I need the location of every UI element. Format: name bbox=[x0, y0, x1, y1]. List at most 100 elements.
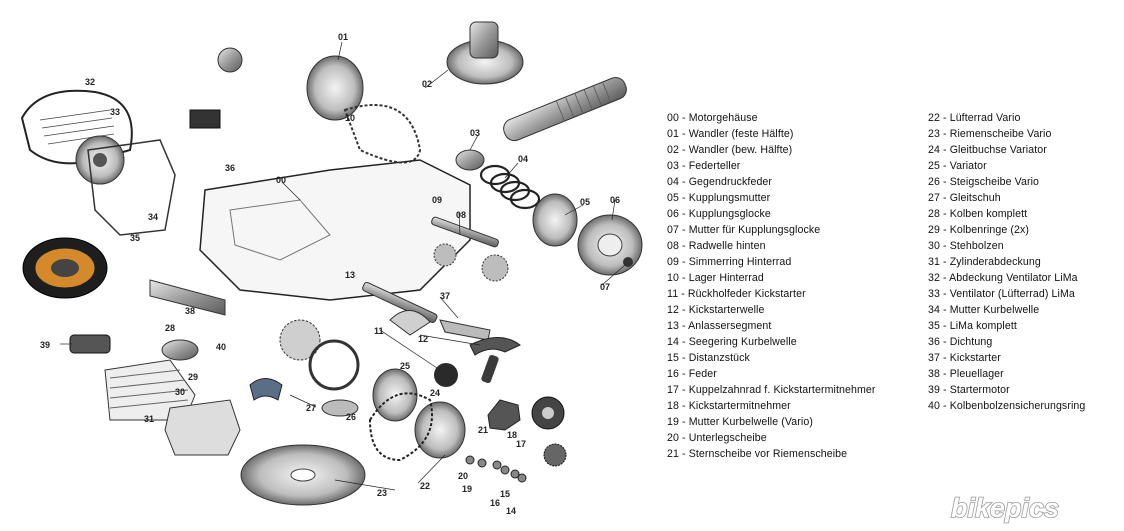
legend-column-right: 22 - Lüfterrad Vario 23 - Riemenscheibe … bbox=[928, 110, 1118, 414]
legend-item: 30 - Stehbolzen bbox=[928, 240, 1004, 252]
legend-item: 02 - Wandler (bew. Hälfte) bbox=[667, 144, 793, 156]
piston-part bbox=[161, 339, 199, 361]
gear-part bbox=[433, 243, 457, 267]
legend-item: 08 - Radwelle hinten bbox=[667, 240, 766, 252]
vario-fan-part bbox=[414, 401, 466, 459]
clutch-bell-nut-part bbox=[623, 257, 633, 267]
callout-33: 33 bbox=[110, 107, 120, 117]
kickstarter-return-spring-part bbox=[434, 337, 521, 387]
legend-item: 10 - Lager Hinterrad bbox=[667, 272, 764, 284]
legend-item: 09 - Simmerring Hinterrad bbox=[667, 256, 792, 268]
legend-item: 29 - Kolbenringe (2x) bbox=[928, 224, 1030, 236]
drive-belt-part bbox=[343, 104, 422, 164]
legend-item: 18 - Kickstartermitnehmer bbox=[667, 400, 791, 412]
callout-35: 35 bbox=[130, 233, 140, 243]
legend-item: 36 - Dichtung bbox=[928, 336, 993, 348]
legend-item: 16 - Feder bbox=[667, 368, 717, 380]
callout-labels: 00 01 02 03 04 05 06 07 08 09 10 11 12 1… bbox=[40, 32, 620, 516]
legend-item: 13 - Anlassersegment bbox=[667, 320, 772, 332]
legend-item: 07 - Mutter für Kupplungsglocke bbox=[667, 224, 821, 236]
callout-11: 11 bbox=[374, 326, 384, 336]
variator-belt-part bbox=[368, 392, 433, 462]
slide-shoe-part bbox=[249, 378, 283, 401]
callout-37: 37 bbox=[440, 291, 450, 301]
legend-item: 14 - Seegering Kurbelwelle bbox=[667, 336, 797, 348]
callout-28: 28 bbox=[165, 323, 175, 333]
converter-fixed-half-part bbox=[306, 55, 364, 121]
callout-19: 19 bbox=[462, 484, 472, 494]
callout-10: 10 bbox=[345, 113, 355, 123]
watermark-text: bikepics bbox=[951, 493, 1059, 523]
callout-12: 12 bbox=[418, 334, 428, 344]
gasket-part bbox=[189, 109, 221, 129]
legend-item: 28 - Kolben komplett bbox=[928, 208, 1028, 220]
callout-24: 24 bbox=[430, 388, 440, 398]
callout-17: 17 bbox=[516, 439, 526, 449]
clutch-assembly-part bbox=[532, 193, 578, 247]
rear-wheel-shaft-part bbox=[431, 216, 499, 248]
callout-31: 31 bbox=[144, 414, 154, 424]
splined-shaft-part bbox=[503, 77, 627, 142]
callout-16: 16 bbox=[490, 498, 500, 508]
legend-item: 01 - Wandler (feste Hälfte) bbox=[667, 128, 794, 140]
ramp-plate-part bbox=[321, 399, 359, 417]
crankcase-left-part bbox=[87, 139, 176, 236]
legend-item: 20 - Unterlegscheibe bbox=[667, 432, 767, 444]
legend-item: 27 - Gleitschuh bbox=[928, 192, 1001, 204]
callout-06: 06 bbox=[610, 195, 620, 205]
callout-14: 14 bbox=[506, 506, 516, 516]
legend-item: 40 - Kolbenbolzensicherungsring bbox=[928, 400, 1086, 412]
callout-00: 00 bbox=[276, 175, 286, 185]
engine-housing-part bbox=[199, 159, 471, 301]
legend-item: 32 - Abdeckung Ventilator LiMa bbox=[928, 272, 1078, 284]
legend-item: 11 - Rückholfeder Kickstarter bbox=[667, 288, 806, 300]
legend-item: 05 - Kupplungsmutter bbox=[667, 192, 771, 204]
starter-motor-part bbox=[69, 334, 111, 354]
legend-item: 25 - Variator bbox=[928, 160, 987, 172]
callout-15: 15 bbox=[500, 489, 510, 499]
callout-29: 29 bbox=[188, 372, 198, 382]
crankshaft-part bbox=[149, 279, 226, 316]
callout-23: 23 bbox=[377, 488, 387, 498]
callout-01: 01 bbox=[338, 32, 348, 42]
callout-21: 21 bbox=[478, 425, 488, 435]
callout-32: 32 bbox=[85, 77, 95, 87]
clutch-bell-part bbox=[577, 214, 643, 276]
callout-27: 27 bbox=[306, 403, 316, 413]
legend-item: 00 - Motorgehäuse bbox=[667, 112, 758, 124]
callout-40: 40 bbox=[216, 342, 226, 352]
callout-07: 07 bbox=[600, 282, 610, 292]
callout-09: 09 bbox=[432, 195, 442, 205]
legend-item: 33 - Ventilator (Lüfterrad) LiMa bbox=[928, 288, 1075, 300]
callout-18: 18 bbox=[507, 430, 517, 440]
callout-38: 38 bbox=[185, 306, 195, 316]
callout-36: 36 bbox=[225, 163, 235, 173]
legend-item: 35 - LiMa komplett bbox=[928, 320, 1017, 332]
legend-item: 12 - Kickstarterwelle bbox=[667, 304, 765, 316]
coupling-gear-part bbox=[543, 443, 567, 467]
legend-item: 23 - Riemenscheibe Vario bbox=[928, 128, 1052, 140]
callout-02: 02 bbox=[422, 79, 432, 89]
legend-item: 22 - Lüfterrad Vario bbox=[928, 112, 1021, 124]
cylinder-cover-part bbox=[164, 399, 241, 456]
counter-pressure-spring-part bbox=[479, 164, 541, 210]
legend-item: 34 - Mutter Kurbelwelle bbox=[928, 304, 1040, 316]
ring-gear-part bbox=[308, 339, 360, 391]
callout-30: 30 bbox=[175, 387, 185, 397]
legend-item: 06 - Kupplungsglocke bbox=[667, 208, 771, 220]
fan-cover-part bbox=[20, 89, 133, 165]
legend-item: 17 - Kuppelzahnrad f. Kickstartermitnehm… bbox=[667, 384, 876, 396]
bikepics-watermark-logo: bikepics bbox=[950, 492, 1060, 524]
bearing-part bbox=[217, 47, 243, 73]
callout-34: 34 bbox=[148, 212, 158, 222]
starter-gear-part bbox=[279, 319, 321, 361]
starter-segment-part bbox=[389, 310, 431, 336]
kickstarter-lever-part bbox=[439, 319, 491, 341]
callout-08: 08 bbox=[456, 210, 466, 220]
legend-item: 26 - Steigscheibe Vario bbox=[928, 176, 1040, 188]
callout-20: 20 bbox=[458, 471, 468, 481]
legend-item: 19 - Mutter Kurbelwelle (Vario) bbox=[667, 416, 813, 428]
legend-item: 03 - Federteller bbox=[667, 160, 741, 172]
spring-plate-part bbox=[455, 149, 485, 171]
legend-item: 24 - Gleitbuchse Variator bbox=[928, 144, 1047, 156]
